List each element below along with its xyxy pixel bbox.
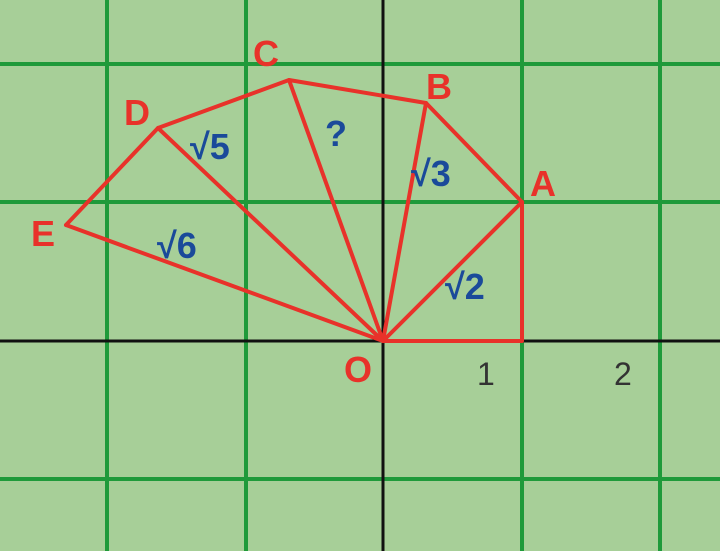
point-label-d: D — [124, 92, 150, 133]
outer-boundary — [64, 78, 524, 227]
length-label-od: √5 — [190, 126, 230, 167]
point-label-c: C — [253, 33, 279, 74]
length-label-oc: ? — [325, 113, 347, 154]
point-label-e: E — [31, 213, 55, 254]
length-label-ob: √3 — [411, 153, 451, 194]
point-label-o: O — [344, 349, 372, 390]
x-tick-label-1: 1 — [477, 356, 495, 392]
segment-oe — [64, 223, 385, 343]
segment-oc — [287, 78, 385, 343]
length-label-oe: √6 — [157, 225, 197, 266]
length-label-oa: √2 — [445, 266, 485, 307]
x-tick-label-2: 2 — [614, 356, 632, 392]
point-label-b: B — [426, 66, 452, 107]
point-label-a: A — [530, 163, 556, 204]
right-triangle-oa — [381, 200, 524, 343]
segment-ob — [381, 101, 428, 343]
segment-od — [156, 126, 385, 343]
